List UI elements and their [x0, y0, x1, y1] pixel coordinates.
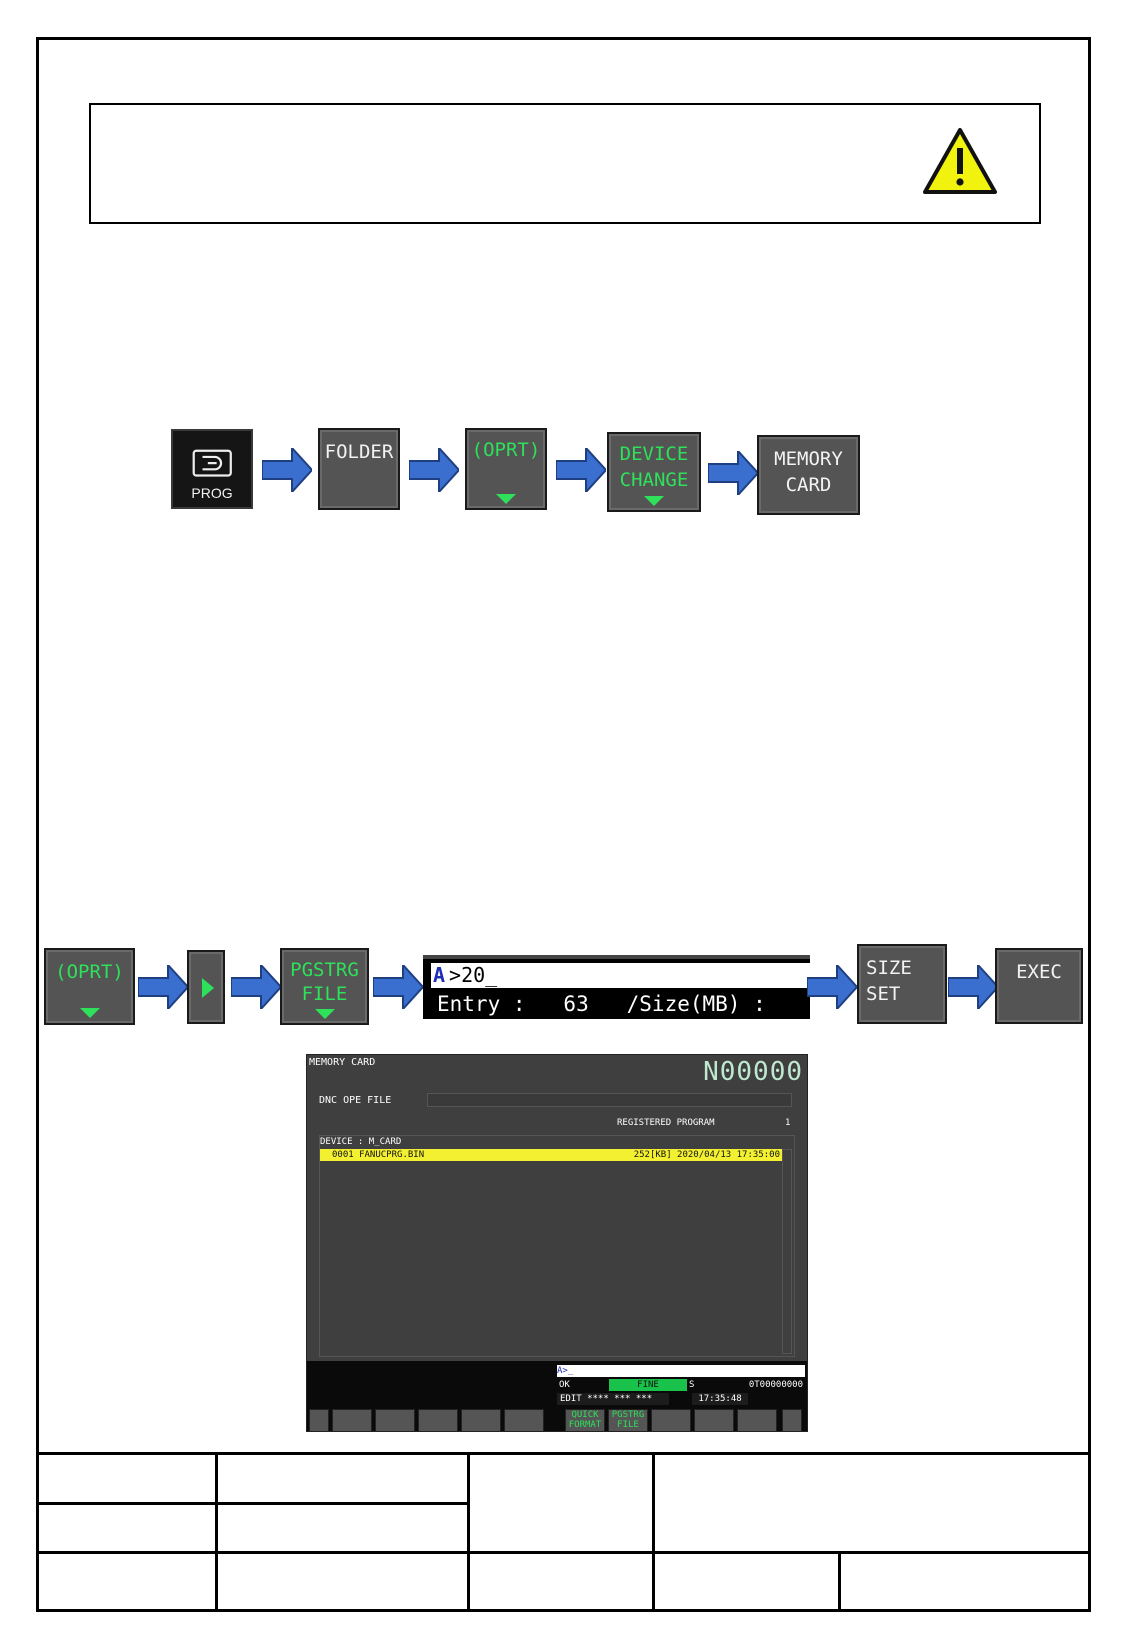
entry-prompt: A: [433, 963, 446, 987]
down-triangle-icon: [496, 494, 516, 504]
oprt-key-2-label: (OPRT): [55, 961, 124, 983]
warning-box: [89, 103, 1041, 224]
registered-program-label: REGISTERED PROGRAM: [617, 1118, 715, 1128]
arrow-icon: [373, 965, 423, 1009]
arrow-icon: [807, 965, 857, 1009]
file-row[interactable]: 0001 FANUCPRG.BIN 252[KB] 2020/04/13 17:…: [320, 1149, 782, 1161]
mode-line: EDIT **** *** *** 17:35:48: [557, 1393, 805, 1405]
title-block-line: [652, 1452, 655, 1612]
softkey-5[interactable]: [504, 1409, 544, 1431]
softkey-8[interactable]: [651, 1409, 691, 1431]
device-change-key[interactable]: DEVICE CHANGE: [607, 432, 701, 512]
down-triangle-icon: [644, 496, 664, 506]
folder-key-label: FOLDER: [324, 441, 394, 463]
dnc-ope-file-field: [427, 1093, 792, 1107]
prog-icon: [192, 449, 232, 477]
softkey-4[interactable]: [461, 1409, 501, 1431]
pgstrg-file-softkey[interactable]: PGSTRG FILE: [608, 1409, 648, 1431]
status-s: S: [689, 1380, 695, 1390]
page-next-softkey[interactable]: [782, 1409, 802, 1431]
warning-icon: [923, 128, 997, 194]
registered-program-count: 1: [785, 1118, 791, 1128]
file-list: DEVICE : M_CARD 0001 FANUCPRG.BIN 252[KB…: [319, 1135, 795, 1357]
folder-key[interactable]: FOLDER: [318, 428, 400, 510]
down-triangle-icon: [79, 1008, 100, 1018]
size-set-line1: SIZE: [866, 957, 912, 979]
softkey-2[interactable]: [375, 1409, 415, 1431]
softkey-10[interactable]: [737, 1409, 777, 1431]
screen-title: MEMORY CARD: [309, 1057, 376, 1068]
screen-bottom-area: A>_ OK FINE S 0T00000000 EDIT **** *** *…: [307, 1361, 807, 1431]
memory-card-line2: CARD: [785, 474, 832, 496]
device-change-line2: CHANGE: [619, 469, 689, 491]
file-details: 252[KB] 2020/04/13 17:35:00: [633, 1150, 780, 1160]
memory-card-screen: MEMORY CARD N00000 DNC OPE FILE REGISTER…: [306, 1054, 808, 1432]
device-change-line1: DEVICE: [619, 443, 689, 465]
right-triangle-icon: [202, 978, 214, 998]
softkey-1[interactable]: [332, 1409, 372, 1431]
title-block-line: [215, 1452, 218, 1612]
oprt-key-label: (OPRT): [471, 439, 541, 461]
entry-input-value: >20_: [449, 963, 498, 987]
oprt-key-2[interactable]: (OPRT): [44, 948, 135, 1025]
arrow-icon: [231, 965, 281, 1009]
title-block-line: [838, 1553, 841, 1612]
status-line: OK FINE S 0T00000000: [557, 1379, 805, 1391]
arrow-icon: [556, 448, 606, 492]
quick-format-softkey[interactable]: QUICK FORMAT: [565, 1409, 605, 1431]
pgstrg-file-line2: FILE: [301, 983, 348, 1005]
size-set-line2: SET: [866, 983, 901, 1005]
down-triangle-icon: [314, 1009, 335, 1019]
exec-key[interactable]: EXEC: [995, 948, 1083, 1024]
prog-key[interactable]: PROG: [171, 429, 253, 509]
softkey-3[interactable]: [418, 1409, 458, 1431]
pgstrg-file-key[interactable]: PGSTRG FILE: [280, 948, 369, 1025]
status-fine: FINE: [609, 1379, 687, 1391]
pgstrg-file-line1: PGSTRG: [290, 959, 359, 981]
file-name: 0001 FANUCPRG.BIN: [332, 1150, 425, 1160]
status-ok: OK: [559, 1380, 570, 1390]
device-label: DEVICE : M_CARD: [320, 1137, 402, 1147]
arrow-icon: [262, 448, 312, 492]
prog-key-label: PROG: [191, 485, 233, 501]
size-set-key[interactable]: SIZE SET: [857, 944, 947, 1024]
memory-card-key[interactable]: MEMORY CARD: [757, 435, 860, 515]
arrow-icon: [409, 448, 459, 492]
exec-key-label: EXEC: [1016, 961, 1062, 983]
title-block-line: [467, 1452, 470, 1612]
mode-status: EDIT **** *** ***: [557, 1393, 669, 1405]
clock: 17:35:48: [692, 1393, 748, 1405]
softkey-9[interactable]: [694, 1409, 734, 1431]
memory-card-line1: MEMORY: [774, 448, 843, 470]
arrow-icon: [948, 965, 998, 1009]
dnc-ope-file-label: DNC OPE FILE: [319, 1095, 392, 1106]
title-block-line: [36, 1551, 1091, 1554]
page-back-softkey[interactable]: [309, 1409, 329, 1431]
status-code: 0T00000000: [748, 1380, 803, 1390]
entry-size-bar: A>20_ Entry : 63 /Size(MB) : 2: [423, 955, 810, 1019]
key-input-field[interactable]: A>20_: [431, 963, 810, 988]
list-scrollbar[interactable]: [782, 1149, 792, 1354]
entry-size-readout: Entry : 63 /Size(MB) : 2: [437, 992, 810, 1016]
title-block-line: [36, 1502, 470, 1505]
program-number: N00000: [703, 1057, 803, 1087]
oprt-key[interactable]: (OPRT): [465, 428, 547, 510]
screen-input-line: A>_: [557, 1365, 805, 1377]
arrow-icon: [708, 451, 758, 495]
next-page-key[interactable]: [187, 950, 225, 1024]
arrow-icon: [138, 965, 188, 1009]
